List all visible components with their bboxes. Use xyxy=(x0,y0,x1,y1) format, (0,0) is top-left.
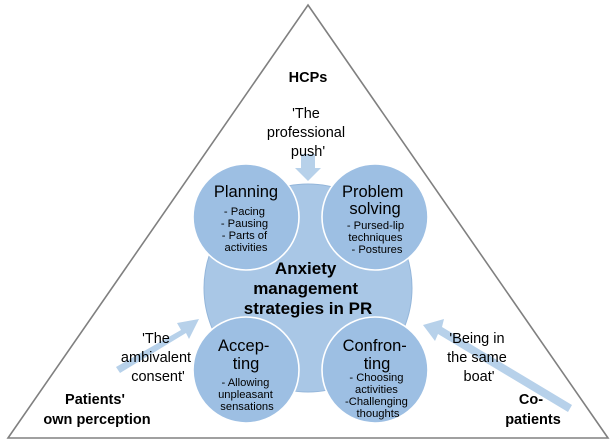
strategy-item-line: - Pausing xyxy=(221,218,268,230)
corner-label-co-patients: Co- patients xyxy=(505,392,561,428)
corner-label-line: Patients' xyxy=(65,392,125,408)
strategy-title-line: Confron- xyxy=(343,337,407,355)
strategy-item-line: - Postures xyxy=(352,244,403,256)
center-title-line: strategies in PR xyxy=(244,299,373,318)
accepting-items: - Allowing unpleasant sensations xyxy=(218,377,276,413)
corner-label-line: Co- xyxy=(519,392,543,408)
arrow-co-patients xyxy=(423,319,572,412)
problem-solving-title: Problem solving xyxy=(342,183,408,218)
corner-label-line: patients xyxy=(505,412,561,428)
strategy-title-line: Planning xyxy=(214,183,278,201)
strategy-title-line: Accep- xyxy=(218,337,269,355)
strategy-title-line: ting xyxy=(233,355,260,373)
strategy-item-line: - Choosing xyxy=(349,372,403,384)
problem-solving-circle xyxy=(321,163,429,271)
corner-label-hcps: HCPs xyxy=(289,70,328,86)
strategy-item-line: - Pacing xyxy=(224,206,265,218)
strategy-item-line: - Pursed-lip xyxy=(347,220,404,232)
confronting-title: Confron- ting xyxy=(343,337,412,373)
strategy-item-line: - Parts of xyxy=(222,230,268,242)
influence-line: push' xyxy=(291,144,325,160)
problem-solving-items: - Pursed-lip techniques - Postures xyxy=(347,220,407,256)
context-triangle xyxy=(6,3,610,439)
strategy-item-line: unpleasant xyxy=(218,389,274,401)
influence-same-boat: 'Being in the same boat' xyxy=(447,331,511,385)
center-title-line: management xyxy=(253,279,358,298)
strategy-title-line: Problem xyxy=(342,183,403,201)
corner-label-line: own perception xyxy=(43,412,150,428)
strategy-item-line: - Allowing xyxy=(222,377,270,389)
arrow-patients-perception xyxy=(116,319,199,373)
influence-line: consent' xyxy=(131,369,185,385)
strategy-item-line: -Challenging xyxy=(345,396,408,408)
strategy-item-line: activities xyxy=(225,242,268,254)
confronting-circle xyxy=(321,316,429,424)
influence-line: ambivalent xyxy=(121,350,191,366)
accepting-circle xyxy=(192,316,300,424)
center-title: Anxiety management strategies in PR xyxy=(244,259,373,318)
influence-line: professional xyxy=(267,125,345,141)
arrow-hcps xyxy=(295,154,321,181)
strategy-item-line: techniques xyxy=(348,232,403,244)
strategy-item-line: activities xyxy=(355,384,398,396)
strategy-title-line: solving xyxy=(349,200,400,218)
strategy-item-line: sensations xyxy=(220,401,274,413)
accepting-title: Accep- ting xyxy=(218,337,274,373)
influence-line: 'The xyxy=(142,331,170,347)
influence-ambivalent-consent: 'The ambivalent consent' xyxy=(121,331,195,385)
strategy-title-line: ting xyxy=(364,355,391,373)
planning-circle xyxy=(192,163,300,271)
corner-label-line: HCPs xyxy=(289,70,328,86)
influence-line: the same xyxy=(447,350,507,366)
corner-label-patients-perception: Patients' own perception xyxy=(43,392,150,428)
influence-line: 'Being in xyxy=(449,331,504,347)
planning-title: Planning xyxy=(214,183,278,201)
strategy-item-line: thoughts xyxy=(357,408,400,420)
influence-line: 'The xyxy=(292,106,320,122)
influence-line: boat' xyxy=(464,369,495,385)
planning-items: - Pacing - Pausing - Parts of activities xyxy=(221,206,271,254)
confronting-items: - Choosing activities -Challenging thoug… xyxy=(345,372,411,420)
influence-professional-push: 'The professional push' xyxy=(267,106,349,160)
center-title-line: Anxiety xyxy=(275,259,337,278)
